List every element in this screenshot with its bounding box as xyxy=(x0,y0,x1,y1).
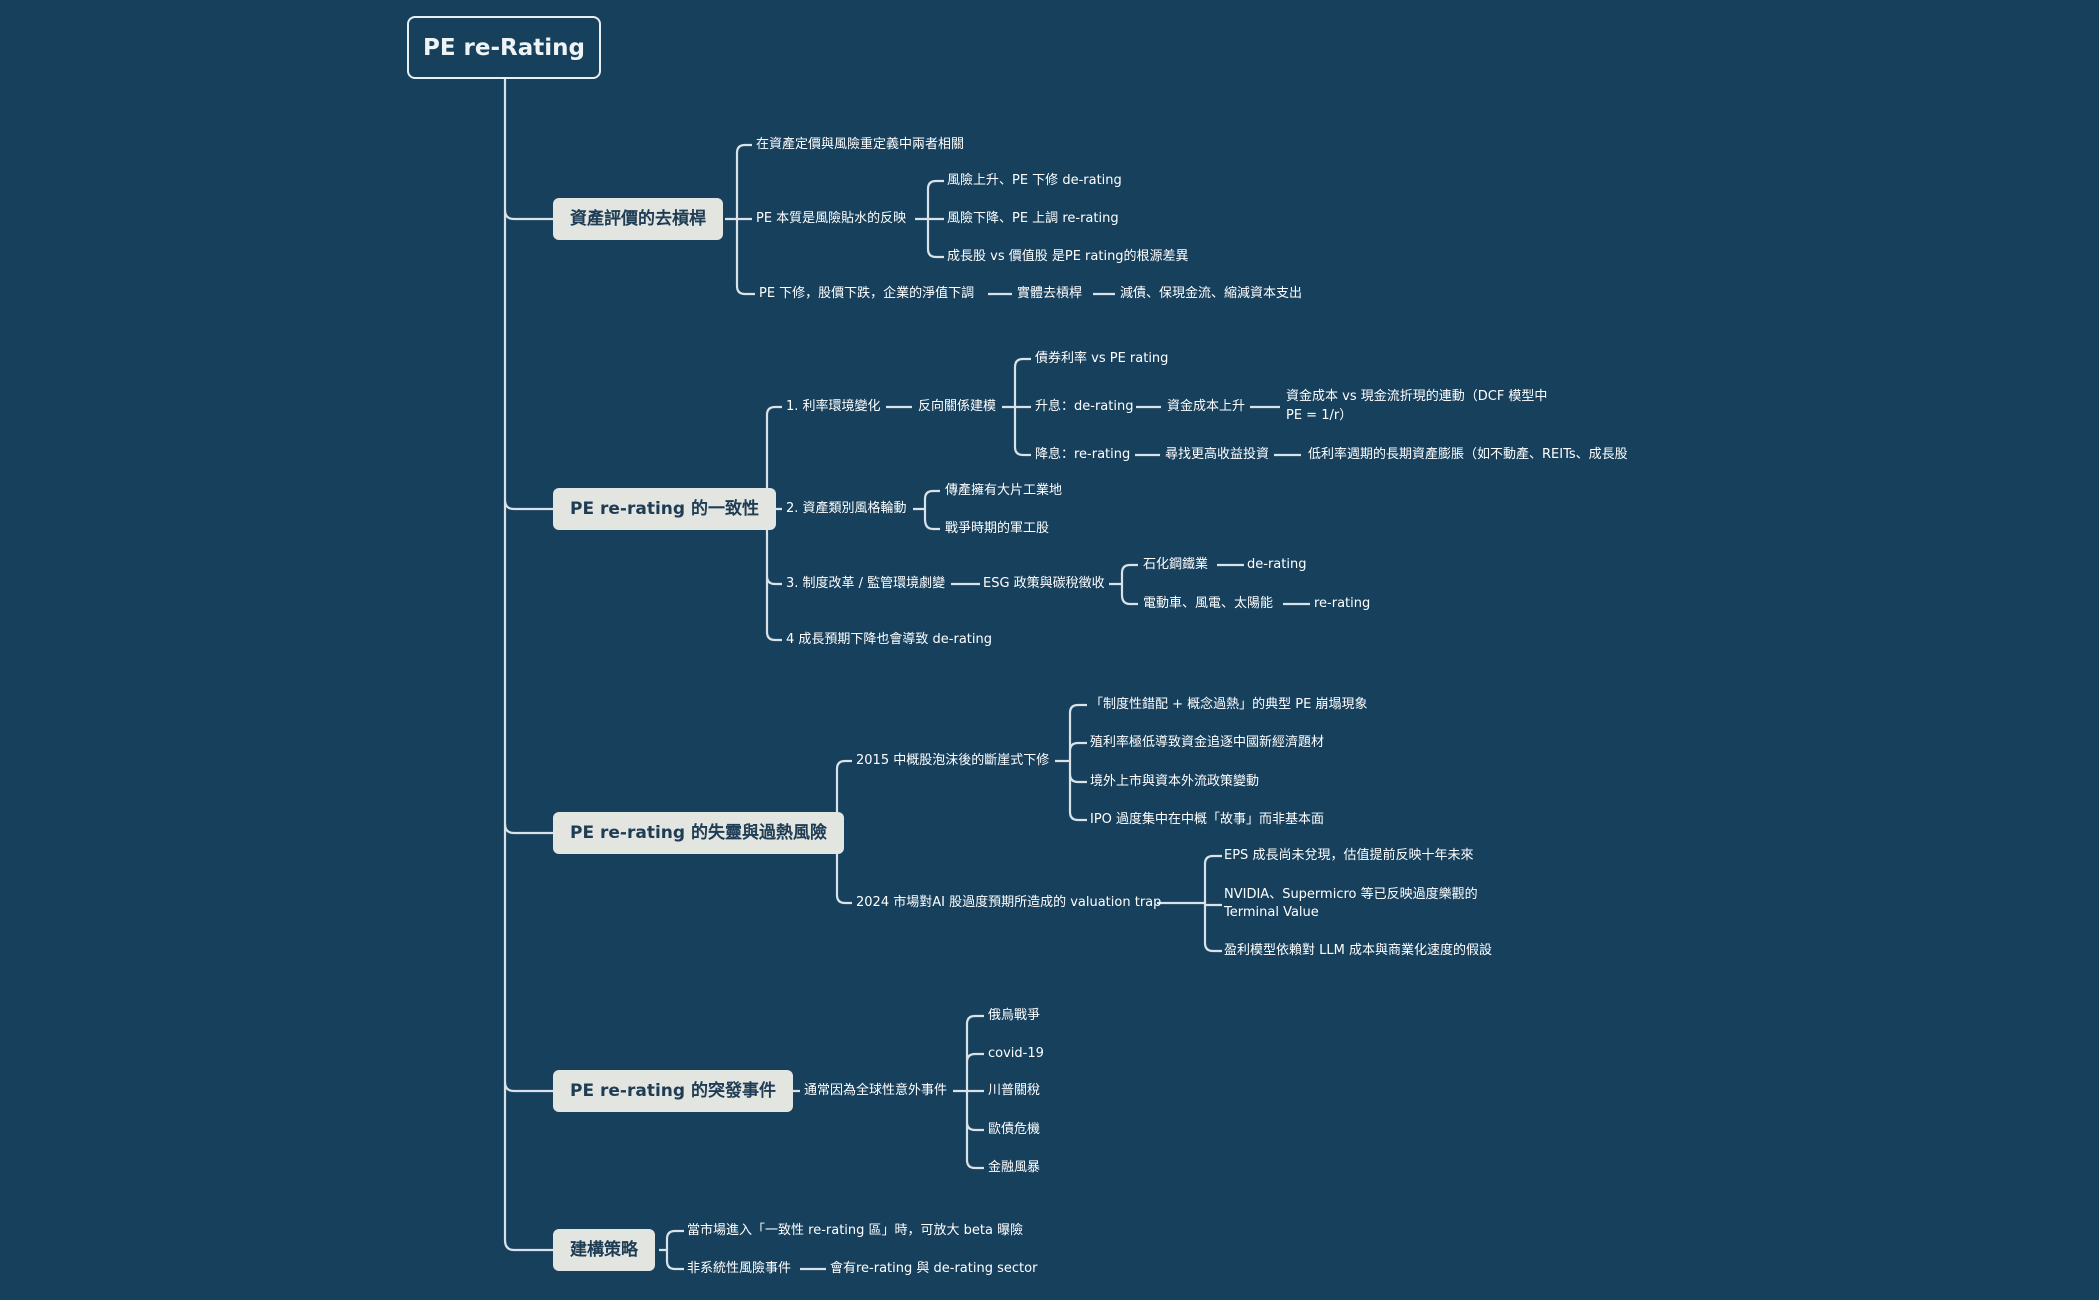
topic-b2-c1-1c2[interactable]: 低利率週期的長期資產膨脹（如不動產、REITs、成長股 xyxy=(1308,447,1628,462)
topic-b3-c1-1[interactable]: 「制度性錯配 + 概念過熱」的典型 PE 崩塌現象 xyxy=(1090,697,1368,712)
topic-b1-c2-2[interactable]: 風險下降、PE 上調 re-rating xyxy=(947,211,1119,226)
connector-root-b3 xyxy=(503,823,553,835)
topic-b3-c1-4[interactable]: IPO 過度集中在中概「故事」而非基本面 xyxy=(1090,812,1325,827)
topic-b2-c1-1b2-line2[interactable]: PE = 1/r） xyxy=(1286,408,1353,423)
connector-b3-c1 xyxy=(1055,703,1087,822)
topic-b1-c3-1[interactable]: 實體去槓桿 xyxy=(1017,286,1083,301)
branch-consistency[interactable]: PE re-rating 的一致性 xyxy=(553,488,776,530)
topic-b5-c1[interactable]: 當市場進入「一致性 re-rating 區」時，可放大 beta 曝險 xyxy=(687,1223,1024,1238)
topic-b2-c3-1b[interactable]: 電動車、風電、太陽能 xyxy=(1143,596,1274,611)
topic-b1-c3[interactable]: PE 下修，股價下跌，企業的淨值下調 xyxy=(759,286,975,301)
topic-b4-c1[interactable]: 通常因為全球性意外事件 xyxy=(804,1083,948,1098)
connector-b2-c1 xyxy=(886,357,1031,457)
branch-failure-overheat[interactable]: PE re-rating 的失靈與過熱風險 xyxy=(553,812,844,854)
topic-b2-c1[interactable]: 1. 利率環境變化 xyxy=(786,399,881,414)
topic-b3-c2-1[interactable]: EPS 成長尚未兌現，估值提前反映十年未來 xyxy=(1224,848,1474,863)
topic-b3-c1-3[interactable]: 境外上市與資本外流政策變動 xyxy=(1090,774,1260,789)
topic-b3-c2[interactable]: 2024 市場對AI 股過度預期所造成的 valuation trap xyxy=(856,895,1162,910)
topic-b2-c1-1c[interactable]: 降息：re-rating xyxy=(1035,447,1131,462)
topic-b2-c4[interactable]: 4 成長預期下降也會導致 de-rating xyxy=(786,632,992,647)
topic-b2-c1-1b2-line1[interactable]: 資金成本 vs 現金流折現的連動（DCF 模型中 xyxy=(1286,389,1548,404)
topic-b3-c2-3[interactable]: 盈利模型依賴對 LLM 成本與商業化速度的假設 xyxy=(1224,943,1492,958)
topic-b2-c1-1[interactable]: 反向關係建模 xyxy=(918,399,997,414)
branch-strategy[interactable]: 建構策略 xyxy=(553,1229,655,1271)
topic-b3-c1-2[interactable]: 殖利率極低導致資金追逐中國新經濟題材 xyxy=(1090,735,1325,750)
topic-b2-c3[interactable]: 3. 制度改革 / 監管環境劇變 xyxy=(786,576,946,591)
connector-root-b2 xyxy=(503,499,553,511)
connector-b1-children xyxy=(725,143,755,296)
topic-b4-c1-5[interactable]: 金融風暴 xyxy=(988,1160,1041,1175)
topic-b2-c1-1b1[interactable]: 資金成本上升 xyxy=(1167,399,1246,414)
topic-b2-c2-2[interactable]: 戰爭時期的軍工股 xyxy=(945,521,1050,536)
topic-b4-c1-3[interactable]: 川普關稅 xyxy=(988,1083,1041,1098)
topic-b5-c2-1[interactable]: 會有re-rating 與 de-rating sector xyxy=(830,1261,1038,1276)
connector-b5-children xyxy=(659,1229,684,1271)
topic-b3-c2-2-line1[interactable]: NVIDIA、Supermicro 等已反映過度樂觀的 xyxy=(1224,887,1478,902)
topic-b1-c2-3[interactable]: 成長股 vs 價值股 是PE rating的根源差異 xyxy=(947,249,1189,264)
topic-b1-c3-2[interactable]: 減債、保現金流、縮減資本支出 xyxy=(1120,286,1303,301)
connector-b3-c2 xyxy=(1157,854,1222,953)
topic-b4-c1-1[interactable]: 俄烏戰爭 xyxy=(988,1008,1041,1023)
connector-b2-c2 xyxy=(913,489,940,531)
topic-b2-c2-1[interactable]: 傳產擁有大片工業地 xyxy=(945,483,1063,498)
topic-b4-c1-2[interactable]: covid-19 xyxy=(988,1046,1044,1061)
topic-b3-c2-2-line2[interactable]: Terminal Value xyxy=(1224,905,1319,920)
topic-b4-c1-4[interactable]: 歐債危機 xyxy=(988,1122,1041,1137)
topic-b2-c1-1a[interactable]: 債券利率 vs PE rating xyxy=(1035,351,1169,366)
connector-root-b1 xyxy=(503,209,553,221)
topic-b2-c3-1a[interactable]: 石化鋼鐵業 xyxy=(1143,557,1209,572)
topic-b1-c1[interactable]: 在資產定價與風險重定義中兩者相關 xyxy=(756,137,965,152)
topic-b5-c2[interactable]: 非系統性風險事件 xyxy=(687,1261,792,1276)
topic-b2-c1-1c1[interactable]: 尋找更高收益投資 xyxy=(1165,447,1270,462)
connector-b2-c3ab xyxy=(1217,563,1310,606)
topic-b2-c3-1b1[interactable]: re-rating xyxy=(1314,596,1371,611)
branch-deleverage[interactable]: 資產評價的去槓桿 xyxy=(553,198,723,240)
topic-b1-c2[interactable]: PE 本質是風險貼水的反映 xyxy=(756,211,907,226)
connector-root-b5 xyxy=(503,1239,553,1252)
topic-b2-c2[interactable]: 2. 資產類別風格輪動 xyxy=(786,501,907,516)
topic-b2-c3-1a1[interactable]: de-rating xyxy=(1247,557,1307,572)
branch-sudden-events[interactable]: PE re-rating 的突發事件 xyxy=(553,1070,793,1112)
connector-b2-c3 xyxy=(951,563,1138,606)
topic-b2-c3-1[interactable]: ESG 政策與碳稅徵收 xyxy=(983,576,1105,591)
root-node[interactable]: PE re-Rating xyxy=(407,16,601,79)
topic-b2-c1-1b[interactable]: 升息：de-rating xyxy=(1035,399,1134,414)
topic-b1-c2-1[interactable]: 風險上升、PE 下修 de-rating xyxy=(947,173,1122,188)
connector-root-b4 xyxy=(503,1081,553,1093)
topic-b3-c1[interactable]: 2015 中概股泡沫後的斷崖式下修 xyxy=(856,753,1050,768)
connector-b1-c2 xyxy=(915,179,944,259)
